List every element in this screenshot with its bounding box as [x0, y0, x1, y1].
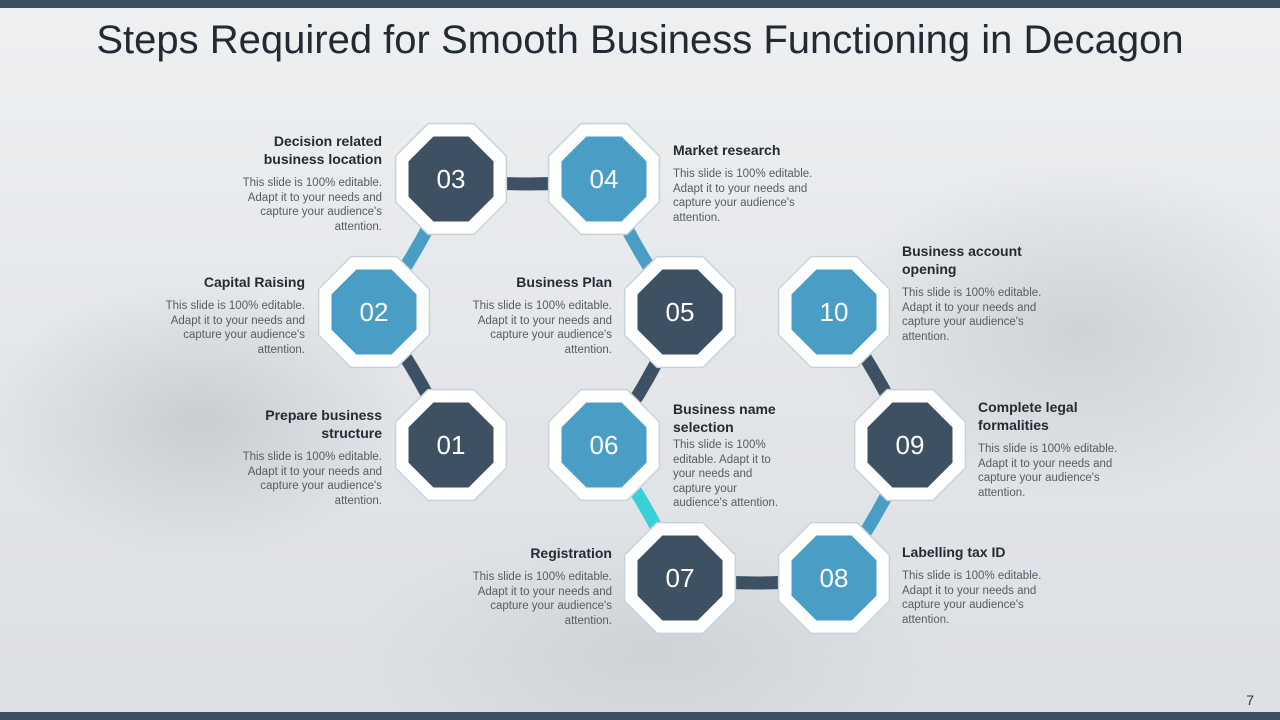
step-node-fill — [331, 269, 417, 355]
step-node-fill — [561, 402, 647, 488]
step-07-label: Registration This slide is 100% editable… — [452, 544, 612, 628]
step-number-08: 08 — [820, 563, 849, 593]
step-node-fill — [791, 535, 877, 621]
step-number-02: 02 — [360, 297, 389, 327]
step-01-title: Prepare business structure — [265, 407, 382, 441]
step-05-desc: This slide is 100% editable. Adapt it to… — [472, 300, 612, 356]
step-08-desc: This slide is 100% editable. Adapt it to… — [902, 570, 1042, 626]
step-nodes: 01 02 03 04 05 06 07 08 09 10 — [317, 122, 967, 635]
step-06-label: Business name selection This slide is 10… — [673, 400, 808, 511]
step-node-fill — [867, 402, 953, 488]
step-number-09: 09 — [896, 430, 925, 460]
step-node-10: 10 — [777, 255, 891, 369]
step-04-title: Market research — [673, 142, 781, 158]
step-07-desc: This slide is 100% editable. Adapt it to… — [472, 571, 612, 627]
step-number-05: 05 — [666, 297, 695, 327]
step-number-01: 01 — [437, 430, 466, 460]
step-10-title: Business account opening — [902, 243, 1022, 277]
step-node-01: 01 — [394, 388, 508, 502]
step-10-desc: This slide is 100% editable. Adapt it to… — [902, 287, 1042, 343]
step-09-desc: This slide is 100% editable. Adapt it to… — [978, 443, 1118, 499]
step-number-10: 10 — [820, 297, 849, 327]
step-03-desc: This slide is 100% editable. Adapt it to… — [242, 177, 382, 233]
page-number: 7 — [1246, 692, 1254, 708]
step-02-title: Capital Raising — [203, 274, 305, 290]
step-number-07: 07 — [666, 563, 695, 593]
step-06-title: Business name selection — [673, 401, 776, 435]
step-number-04: 04 — [590, 164, 619, 194]
step-09-title: Complete legal formalities — [978, 399, 1078, 433]
step-01-label: Prepare business structure This slide is… — [222, 406, 382, 508]
step-node-06: 06 — [547, 388, 661, 502]
step-03-label: Decision related business location This … — [222, 132, 382, 234]
step-08-label: Labelling tax ID This slide is 100% edit… — [902, 543, 1062, 627]
step-04-label: Market research This slide is 100% edita… — [673, 141, 833, 225]
step-06-desc: This slide is 100% editable. Adapt it to… — [673, 439, 779, 509]
step-node-fill — [561, 136, 647, 222]
step-02-label: Capital Raising This slide is 100% edita… — [145, 273, 305, 357]
step-08-title: Labelling tax ID — [902, 544, 1006, 560]
step-node-03: 03 — [394, 122, 508, 236]
step-node-fill — [637, 269, 723, 355]
step-10-label: Business account opening This slide is 1… — [902, 242, 1062, 344]
step-03-title: Decision related business location — [263, 133, 382, 167]
slide-title: Steps Required for Smooth Business Funct… — [96, 18, 1184, 62]
step-number-03: 03 — [437, 164, 466, 194]
step-node-07: 07 — [623, 521, 737, 635]
step-05-label: Business Plan This slide is 100% editabl… — [452, 273, 612, 357]
step-node-fill — [408, 402, 494, 488]
step-node-fill — [637, 535, 723, 621]
step-node-05: 05 — [623, 255, 737, 369]
step-node-fill — [791, 269, 877, 355]
top-accent-bar — [0, 0, 1280, 8]
step-node-08: 08 — [777, 521, 891, 635]
bottom-accent-bar — [0, 712, 1280, 720]
step-07-title: Registration — [530, 545, 612, 561]
step-04-desc: This slide is 100% editable. Adapt it to… — [673, 168, 813, 224]
step-number-06: 06 — [590, 430, 619, 460]
step-05-title: Business Plan — [516, 274, 612, 290]
step-01-desc: This slide is 100% editable. Adapt it to… — [242, 451, 382, 507]
step-node-09: 09 — [853, 388, 967, 502]
step-node-fill — [408, 136, 494, 222]
step-09-label: Complete legal formalities This slide is… — [978, 398, 1138, 500]
step-node-04: 04 — [547, 122, 661, 236]
step-02-desc: This slide is 100% editable. Adapt it to… — [165, 300, 305, 356]
step-node-02: 02 — [317, 255, 431, 369]
